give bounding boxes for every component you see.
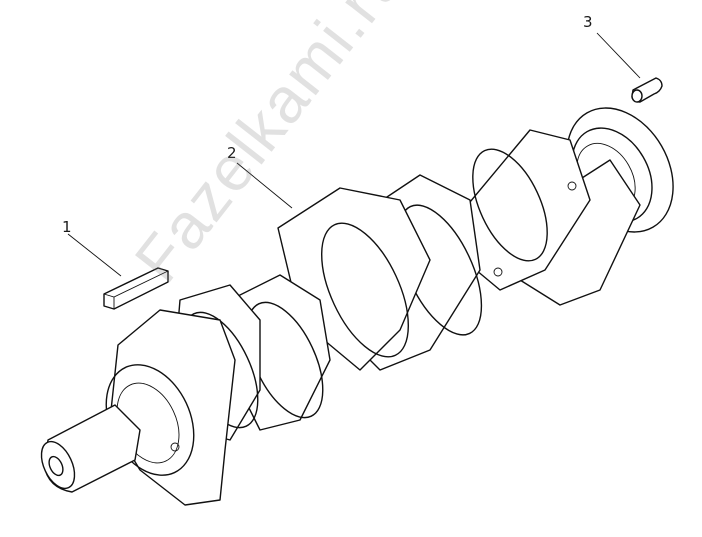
leader-line-2 — [236, 162, 293, 209]
leader-line-1 — [67, 233, 122, 277]
crankshaft-part — [40, 107, 674, 506]
callout-1-label: 1 — [62, 218, 72, 236]
key-part — [103, 267, 169, 310]
callout-3-label: 3 — [583, 13, 593, 31]
leader-line-3 — [596, 32, 641, 79]
callout-2-label: 2 — [227, 144, 237, 162]
dowel-pin-part — [631, 77, 663, 103]
